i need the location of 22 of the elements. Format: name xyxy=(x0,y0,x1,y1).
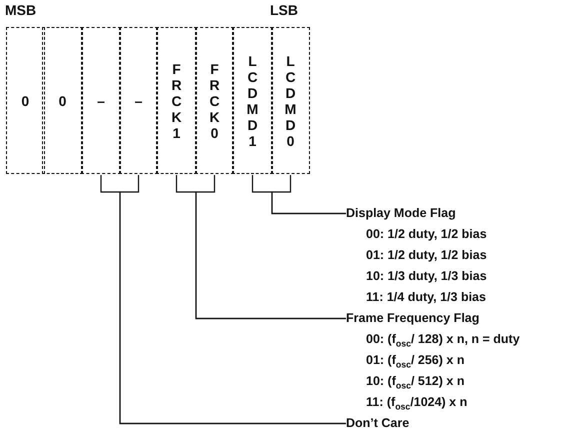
flag-title: Don’t Care xyxy=(346,415,410,432)
setting-line: 10: (f$_{osc}$/ 512) x n xyxy=(366,373,464,392)
setting-line: 00: 1/2 duty, 1/2 bias xyxy=(366,226,487,243)
bit-cell: 0 xyxy=(6,27,44,174)
setting-line: 01: (f$_{osc}$/ 256) x n xyxy=(366,352,464,371)
setting-line: 01: 1/2 duty, 1/2 bias xyxy=(366,247,487,264)
setting-line: 10: 1/3 duty, 1/3 bias xyxy=(366,268,487,285)
setting-line: 11: 1/4 duty, 1/3 bias xyxy=(366,289,486,306)
bit-order-label: MSB xyxy=(5,2,36,18)
setting-line: 00: (f$_{osc}$/ 128) x n, n = duty xyxy=(366,331,520,350)
bit-cell: 0 xyxy=(42,27,83,174)
bit-cell: – xyxy=(81,27,121,174)
bit-cell: – xyxy=(119,27,158,174)
bit-cell: LCDMD0 xyxy=(271,27,310,174)
leader-line xyxy=(271,175,346,214)
bit-cell: FRCK1 xyxy=(156,27,197,174)
flag-title: Display Mode Flag xyxy=(346,205,456,222)
bit-cell: LCDMD1 xyxy=(232,27,273,174)
setting-line: 11: (f$_{osc}$/1024) x n xyxy=(366,394,468,413)
bit-cell: FRCK0 xyxy=(195,27,234,174)
bit-order-label: LSB xyxy=(270,2,298,18)
flag-title: Frame Frequency Flag xyxy=(346,310,480,327)
